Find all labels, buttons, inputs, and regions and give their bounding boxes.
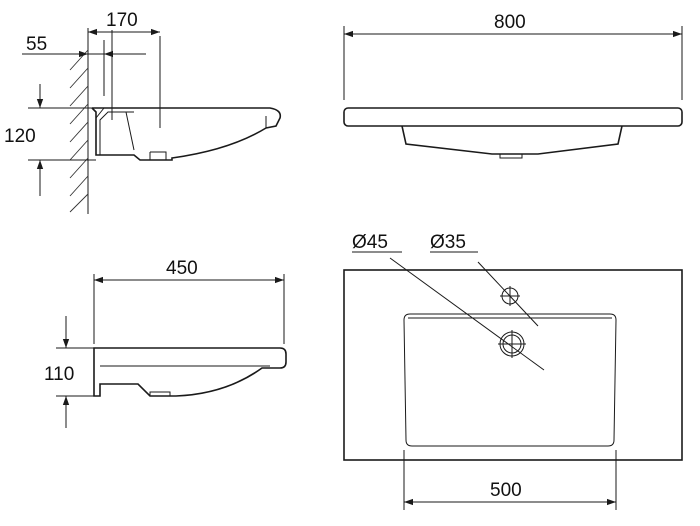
label-drain-diameter: Ø45: [352, 232, 388, 253]
label-tap-diameter: Ø35: [430, 232, 466, 253]
basin-section: [91, 107, 282, 161]
front-drain: [499, 154, 523, 159]
dim-450: 450: [93, 258, 285, 344]
label-450: 450: [166, 258, 198, 279]
side-profile-view: 450 110: [44, 258, 287, 428]
profile-outline: [93, 347, 287, 397]
dim-500: 500: [403, 450, 617, 510]
dim-120: 120: [4, 84, 96, 196]
tap-hole: [477, 261, 539, 327]
label-170: 170: [106, 10, 138, 31]
label-55: 55: [26, 34, 47, 55]
wall-hatching: [69, 42, 89, 214]
basin-outline: [343, 269, 683, 461]
dim-800: 800: [343, 12, 683, 100]
dim-170: 170: [87, 10, 160, 44]
label-800: 800: [494, 12, 526, 33]
profile-drain: [149, 391, 171, 396]
dim-110: 110: [44, 316, 94, 428]
plan-view: Ø45 Ø35 500: [343, 232, 683, 510]
label-120: 120: [4, 126, 36, 147]
label-500: 500: [490, 480, 522, 501]
side-section-view: 170 55 120: [4, 10, 282, 214]
bowl-inner: [403, 313, 617, 447]
basin-top-slab: [343, 107, 683, 127]
dim-55: 55: [22, 34, 146, 58]
label-110: 110: [44, 364, 74, 385]
front-elevation-view: 800: [343, 12, 683, 159]
drain-hole: [389, 257, 545, 371]
bowl-underside: [401, 125, 623, 155]
